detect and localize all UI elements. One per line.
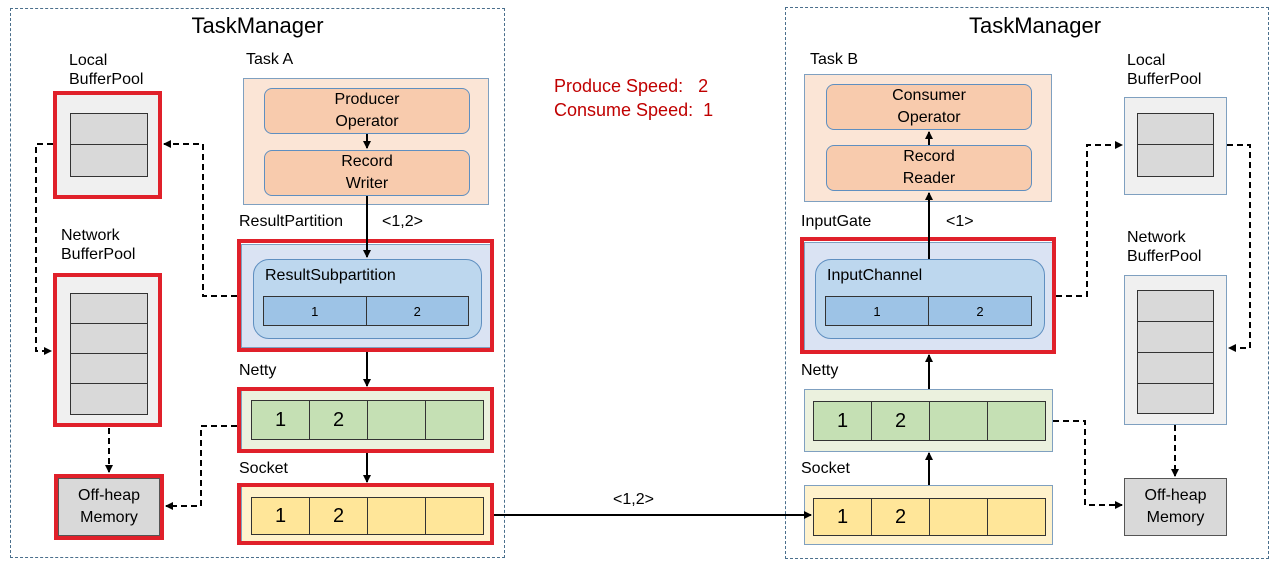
buffer-cell — [930, 402, 988, 440]
left-socket-buffers: 1 2 — [251, 497, 484, 535]
result-partition-edge-label: <1,2> — [382, 213, 423, 230]
right-taskmanager — [785, 7, 1269, 559]
buffer-cell — [368, 401, 426, 439]
buffer-cell: 1 — [814, 499, 872, 535]
buffer-cell: 1 — [252, 498, 310, 534]
buffer-cell: 2 — [310, 401, 368, 439]
consume-speed: Consume Speed: 1 — [554, 100, 714, 120]
input-gate-label: InputGate — [801, 213, 872, 230]
transfer-label: <1,2> — [613, 491, 654, 508]
buffer-cell: 2 — [310, 498, 368, 534]
result-partition-label: ResultPartition — [239, 213, 344, 230]
task-a-label: Task A — [246, 51, 294, 68]
buffer-cell: 2 — [976, 303, 984, 319]
left-network-buffer-stack — [70, 293, 148, 415]
task-b-label: Task B — [810, 51, 859, 68]
left-offheap-highlight — [54, 474, 164, 540]
left-local-buffer-stack — [70, 113, 148, 177]
produce-speed: Produce Speed: 2 — [554, 76, 709, 96]
result-subpartition-label: ResultSubpartition — [265, 267, 396, 284]
left-netty-highlight — [237, 387, 494, 453]
right-network-buffer-stack — [1137, 290, 1214, 414]
input-gate-edge-label: <1> — [946, 213, 974, 230]
buffer-cell: 2 — [872, 402, 930, 440]
left-netty-buffers: 1 2 — [251, 400, 484, 440]
input-channel-buffers: 1 2 — [825, 296, 1032, 326]
result-subpartition-buffers: 1 2 — [263, 296, 469, 326]
right-local-buffer-stack — [1137, 113, 1214, 177]
right-taskmanager-title: TaskManager — [968, 13, 1102, 38]
buffer-cell: 2 — [872, 499, 930, 535]
buffer-cell: 1 — [252, 401, 310, 439]
dash-partition-to-local-pool — [163, 140, 237, 297]
left-socket-highlight — [237, 483, 494, 545]
right-netty-label: Netty — [801, 362, 839, 379]
left-netty-label: Netty — [239, 362, 277, 379]
buffer-cell — [930, 499, 988, 535]
dash-local-to-network-pool-right — [1227, 144, 1251, 352]
right-socket-buffers: 1 2 — [813, 498, 1046, 536]
dash-gate-to-local-pool — [1056, 141, 1123, 297]
left-taskmanager-title: TaskManager — [191, 13, 324, 38]
buffer-cell: 1 — [814, 402, 872, 440]
buffer-cell: 2 — [413, 303, 421, 319]
buffer-cell: 1 — [264, 297, 367, 325]
left-socket-label: Socket — [239, 460, 288, 477]
right-socket-label: Socket — [801, 460, 850, 477]
right-netty-buffers: 1 2 — [813, 401, 1046, 441]
left-taskmanager — [10, 8, 505, 558]
buffer-cell — [368, 498, 426, 534]
dash-right-netty-to-offheap — [1053, 420, 1123, 509]
left-network-bufferpool-highlight — [53, 273, 162, 427]
dash-local-to-network-pool — [35, 143, 53, 355]
input-channel-label: InputChannel — [827, 267, 923, 284]
dash-netty-to-offheap — [165, 425, 237, 510]
left-local-bufferpool-highlight — [53, 91, 162, 199]
result-partition-highlight — [237, 239, 494, 352]
buffer-cell: 1 — [826, 297, 929, 325]
